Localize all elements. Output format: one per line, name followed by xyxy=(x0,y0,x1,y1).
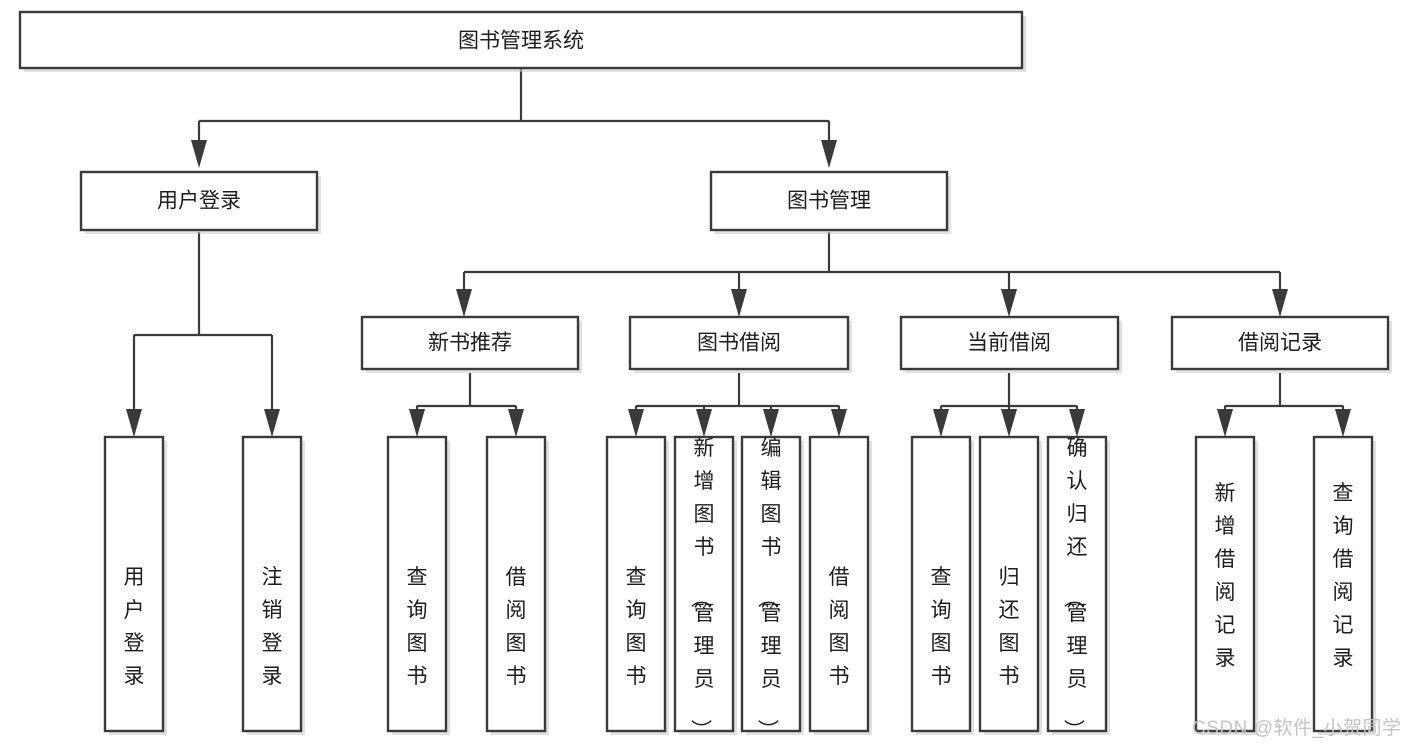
connector-group-book-mgmt xyxy=(456,232,1288,317)
leaf-book-borrow-1-label: 查询图书 xyxy=(626,566,647,688)
leaf-new-book-1[interactable]: 查询图书 xyxy=(386,435,450,735)
leaf-user-login-1-label: 用户登录 xyxy=(124,566,145,688)
arrow-head-new-book xyxy=(456,289,472,317)
node-book-mgmt[interactable]: 图书管理 xyxy=(709,170,951,234)
node-borrow-record-box[interactable] xyxy=(1170,315,1390,371)
connector-group-current-borrow xyxy=(933,373,1085,437)
leaf-current-borrow-1[interactable]: 查询图书 xyxy=(910,435,974,735)
leaf-book-borrow-3-box[interactable] xyxy=(740,435,802,733)
node-user-login-label: 用户登录 xyxy=(157,190,241,213)
arrow-head-leaf-book-borrow-3 xyxy=(763,409,779,437)
leaf-book-borrow-4[interactable]: 借阅图书 xyxy=(808,435,872,735)
arrow-head-leaf-current-borrow-1 xyxy=(933,409,949,437)
arrow-head-book-borrow xyxy=(731,289,747,317)
leaf-book-borrow-3-label: 编辑图书（管理员） xyxy=(756,437,782,740)
connector-group-borrow-record xyxy=(1217,373,1351,437)
connector-group-user-login xyxy=(126,232,280,437)
node-current-borrow-box[interactable] xyxy=(899,315,1120,371)
arrow-head-borrow-record xyxy=(1272,289,1288,317)
node-user-login-box[interactable] xyxy=(79,170,319,232)
arrow-head-leaf-book-borrow-2 xyxy=(696,409,712,437)
arrow-head-leaf-borrow-record-2 xyxy=(1335,409,1351,437)
leaf-book-borrow-3[interactable]: 编辑图书（管理员） xyxy=(740,435,804,740)
arrow-head-leaf-current-borrow-3 xyxy=(1069,409,1085,437)
leaf-new-book-2[interactable]: 借阅图书 xyxy=(485,435,549,735)
node-new-book-label: 新书推荐 xyxy=(428,332,512,355)
node-book-borrow[interactable]: 图书借阅 xyxy=(628,315,852,373)
leaf-new-book-1-label: 查询图书 xyxy=(407,566,428,688)
arrow-head-leaf-user-login-1 xyxy=(126,409,142,437)
leaf-book-borrow-2-box[interactable] xyxy=(673,435,735,733)
arrow-head-leaf-borrow-record-1 xyxy=(1217,409,1233,437)
arrow-head-leaf-book-borrow-1 xyxy=(628,409,644,437)
node-current-borrow[interactable]: 当前借阅 xyxy=(899,315,1122,373)
leaf-current-borrow-3[interactable]: 确认归还（管理员） xyxy=(1046,435,1110,740)
node-borrow-record[interactable]: 借阅记录 xyxy=(1170,315,1392,373)
leaf-book-borrow-2[interactable]: 新增图书（管理员） xyxy=(673,435,737,740)
leaf-new-book-2-box[interactable] xyxy=(485,435,547,733)
leaf-borrow-record-2[interactable]: 查询借阅记录 xyxy=(1312,435,1376,735)
arrow-head-book-mgmt xyxy=(821,140,837,168)
node-root[interactable]: 图书管理系统 xyxy=(18,10,1026,72)
connector-group-book-borrow xyxy=(628,373,847,437)
arrow-head-user-login xyxy=(191,140,207,168)
leaf-book-borrow-2-label: 新增图书（管理员） xyxy=(689,437,715,740)
node-user-login[interactable]: 用户登录 xyxy=(79,170,321,234)
leaf-borrow-record-1[interactable]: 新增借阅记录 xyxy=(1194,435,1258,735)
arrow-head-leaf-new-book-1 xyxy=(409,409,425,437)
node-book-borrow-box[interactable] xyxy=(628,315,850,371)
leaf-current-borrow-2[interactable]: 归还图书 xyxy=(978,435,1042,735)
leaf-user-login-2-box[interactable] xyxy=(241,435,303,733)
node-root-label: 图书管理系统 xyxy=(458,30,584,53)
node-borrow-record-label: 借阅记录 xyxy=(1238,332,1322,355)
leaf-user-login-2-label: 注销登录 xyxy=(262,566,283,688)
leaf-current-borrow-1-label: 查询图书 xyxy=(931,566,952,688)
node-book-mgmt-box[interactable] xyxy=(709,170,949,232)
leaf-new-book-1-box[interactable] xyxy=(386,435,448,733)
leaf-book-borrow-4-label: 借阅图书 xyxy=(829,566,850,688)
leaf-current-borrow-3-box[interactable] xyxy=(1046,435,1108,733)
leaf-new-book-2-label: 借阅图书 xyxy=(506,566,527,688)
leaf-borrow-record-1-box[interactable] xyxy=(1194,435,1256,733)
arrow-head-leaf-current-borrow-2 xyxy=(1001,409,1017,437)
node-book-mgmt-label: 图书管理 xyxy=(787,190,871,213)
leaf-borrow-record-1-label: 新增借阅记录 xyxy=(1215,482,1236,670)
leaf-current-borrow-2-box[interactable] xyxy=(978,435,1040,733)
arrow-head-leaf-user-login-2 xyxy=(264,409,280,437)
node-book-borrow-label: 图书借阅 xyxy=(697,332,781,355)
leaf-current-borrow-1-box[interactable] xyxy=(910,435,972,733)
node-new-book[interactable]: 新书推荐 xyxy=(360,315,582,373)
leaf-user-login-1-box[interactable] xyxy=(103,435,165,733)
connector-group-new-book xyxy=(409,373,524,437)
leaf-borrow-record-2-box[interactable] xyxy=(1312,435,1374,733)
arrow-head-leaf-new-book-2 xyxy=(508,409,524,437)
arrow-head-current-borrow xyxy=(1001,289,1017,317)
arrow-head-leaf-book-borrow-4 xyxy=(831,409,847,437)
leaf-book-borrow-1[interactable]: 查询图书 xyxy=(605,435,669,735)
connector-group-root xyxy=(191,68,837,168)
leaf-user-login-2[interactable]: 注销登录 xyxy=(241,435,305,735)
node-new-book-box[interactable] xyxy=(360,315,580,371)
node-current-borrow-label: 当前借阅 xyxy=(967,332,1051,355)
leaf-current-borrow-3-label: 确认归还（管理员） xyxy=(1062,437,1088,740)
node-root-box[interactable] xyxy=(18,10,1024,70)
leaf-current-borrow-2-label: 归还图书 xyxy=(999,566,1020,688)
leaf-book-borrow-1-box[interactable] xyxy=(605,435,667,733)
leaf-book-borrow-4-box[interactable] xyxy=(808,435,870,733)
leaf-user-login-1[interactable]: 用户登录 xyxy=(103,435,167,735)
leaf-borrow-record-2-label: 查询借阅记录 xyxy=(1333,482,1354,670)
